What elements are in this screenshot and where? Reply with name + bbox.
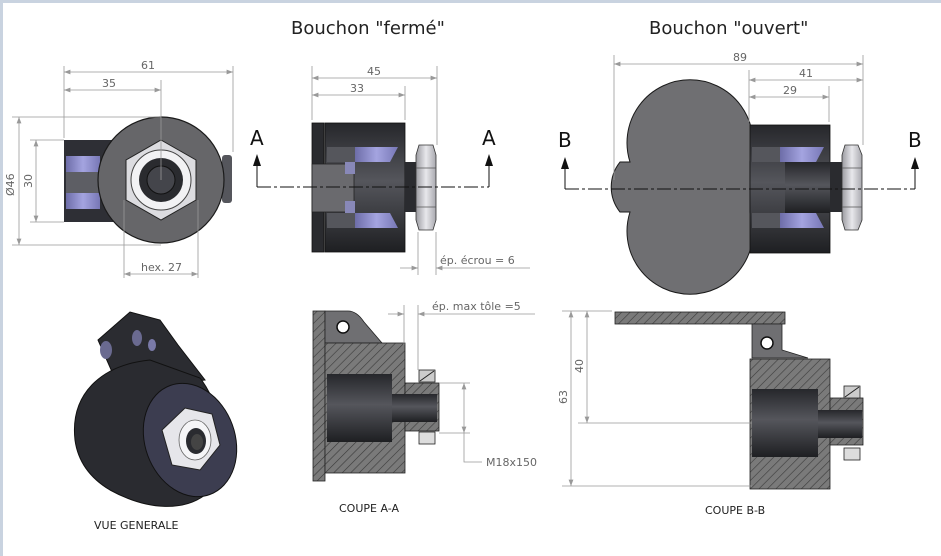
window-frame-left — [0, 0, 3, 556]
section-b-b: 63 40 COUPE B-B — [557, 310, 864, 517]
dim-45: 45 — [367, 65, 381, 78]
nut-open — [841, 144, 863, 231]
bb-bore — [752, 389, 818, 457]
dim-63: 63 — [557, 390, 570, 404]
window-frame-top — [0, 0, 941, 3]
lid-tab — [222, 155, 232, 203]
section-marker-a-right: A — [482, 126, 496, 150]
open-side-view: B B 89 41 29 — [558, 51, 922, 295]
dim-41: 41 — [799, 67, 813, 80]
dim-29: 29 — [783, 84, 797, 97]
section-marker-b-right: B — [908, 128, 922, 152]
lid-open — [610, 79, 754, 295]
dim-33: 33 — [350, 82, 364, 95]
front-view: 61 35 Ø46 30 hex. 27 — [4, 59, 234, 278]
dim-thread: M18x150 — [486, 456, 537, 469]
caption-coupe-aa: COUPE A-A — [339, 502, 399, 515]
section-marker-a-left: A — [250, 126, 264, 150]
dim-diameter-46: Ø46 — [4, 173, 17, 196]
dim-30: 30 — [22, 174, 35, 188]
section-a-a: ép. max tôle =5 M18x150 COUPE A-A — [312, 300, 537, 515]
bb-lid-section — [614, 311, 786, 325]
section-marker-b-left: B — [558, 128, 572, 152]
hinge-knuckle-top — [66, 156, 100, 172]
dim-89: 89 — [733, 51, 747, 64]
spigot — [405, 162, 417, 212]
dim-hex-27: hex. 27 — [141, 261, 182, 274]
isometric-view: VUE GENERALE — [73, 311, 238, 532]
caption-coupe-bb: COUPE B-B — [705, 504, 765, 517]
dim-max-sheet: ép. max tôle =5 — [432, 300, 521, 313]
dim-61: 61 — [141, 59, 155, 72]
aa-lid-section — [312, 310, 326, 482]
aa-bore — [327, 374, 392, 442]
title-open: Bouchon "ouvert" — [649, 18, 808, 39]
dim-35: 35 — [102, 77, 116, 90]
dim-40: 40 — [573, 359, 586, 373]
closed-side-view: A A 45 33 ép. écrou = 6 — [250, 65, 530, 275]
dim-nut-thickness: ép. écrou = 6 — [440, 254, 515, 267]
title-closed: Bouchon "fermé" — [291, 18, 445, 39]
hinge-knuckle-bottom — [66, 193, 100, 209]
caption-vue-generale: VUE GENERALE — [94, 519, 179, 532]
